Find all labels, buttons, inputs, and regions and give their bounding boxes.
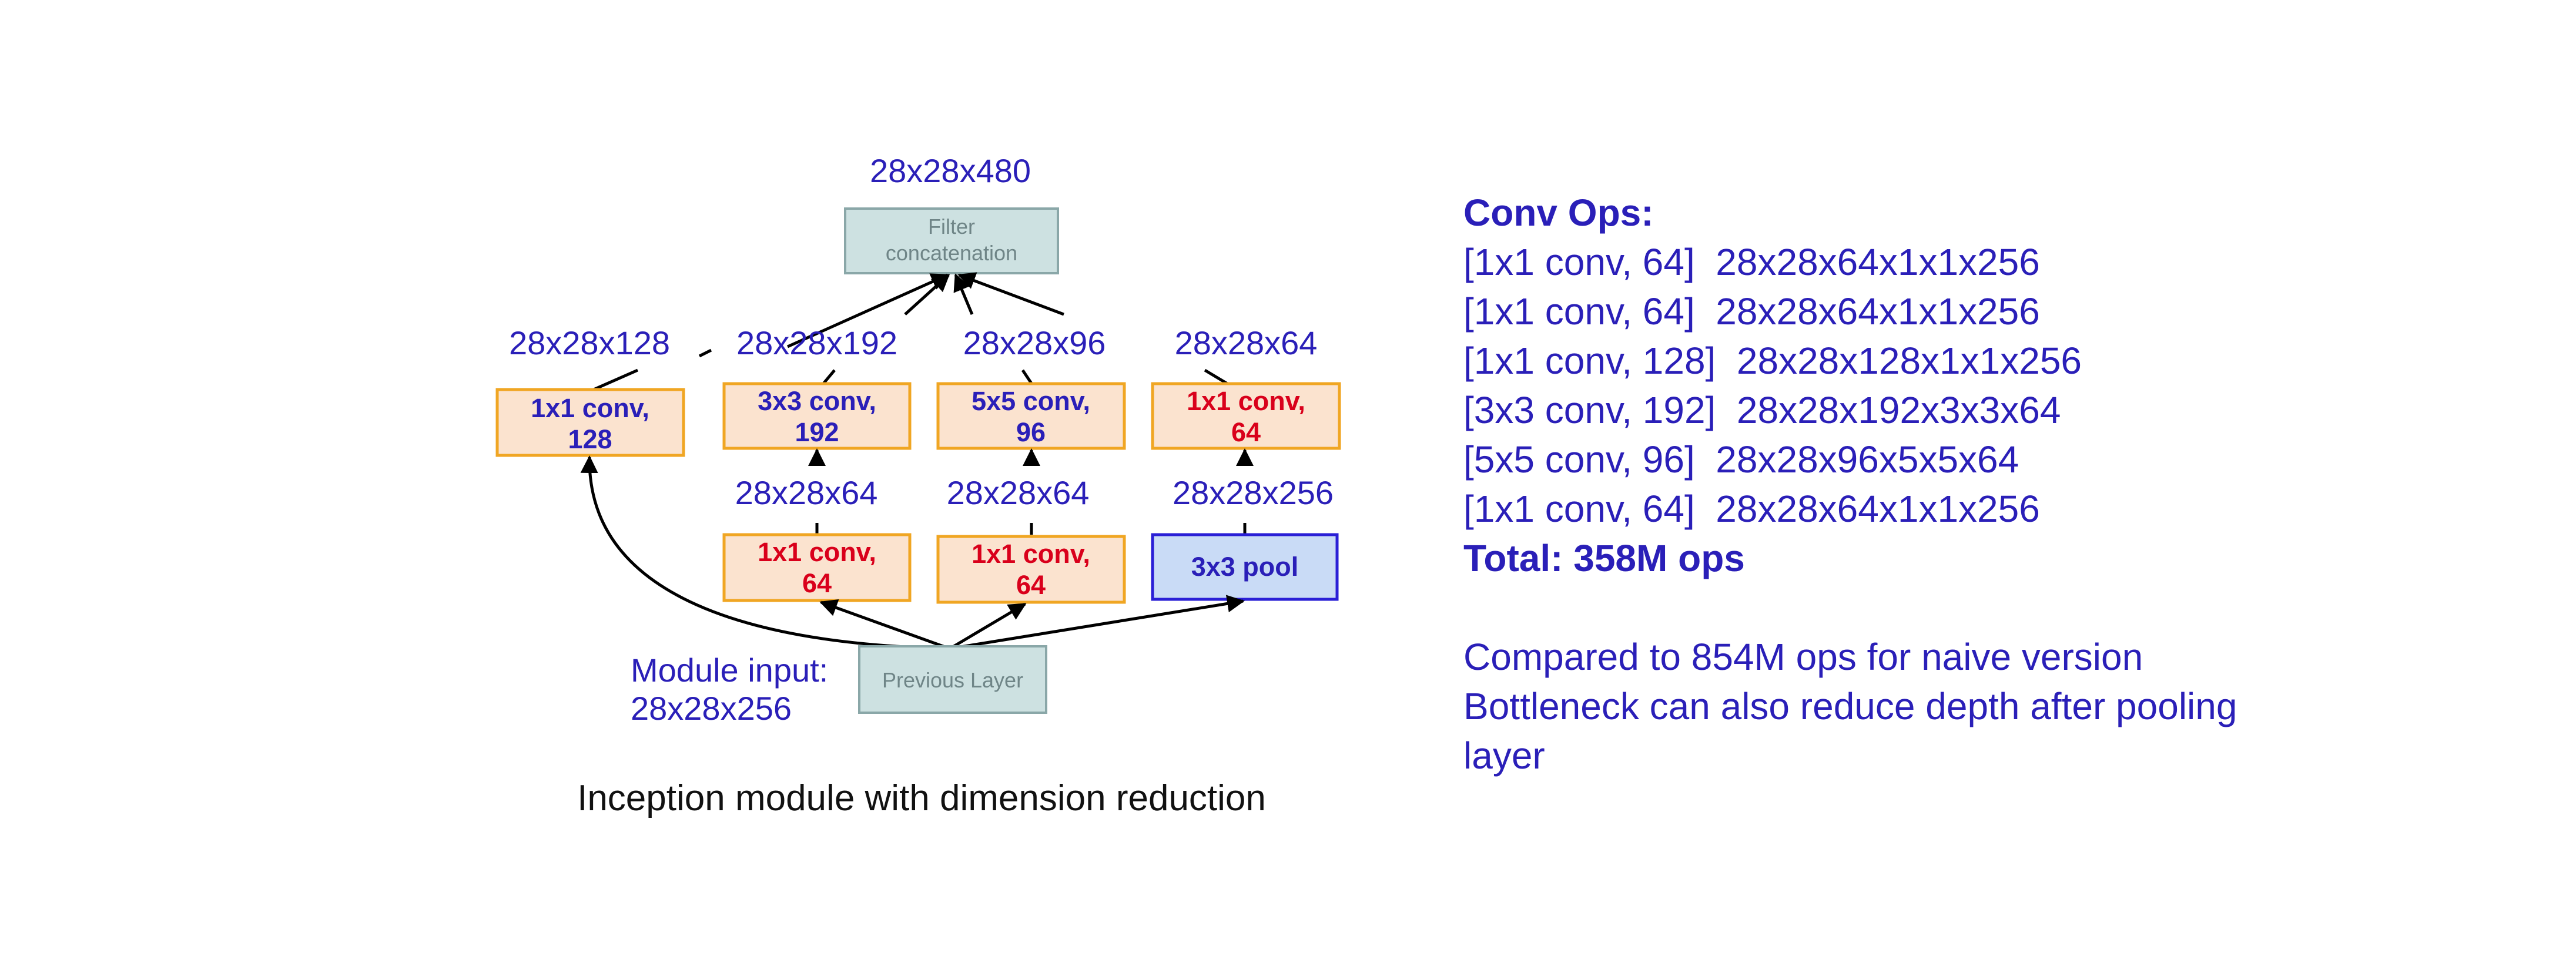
upward-arrows [808,448,1254,466]
branch2-reduce-dimension: 28x28x64 [735,474,878,511]
branch4-output-dimension: 28x28x64 [1175,324,1318,361]
svg-text:concatenation: concatenation [886,241,1017,265]
branch3-output-dimension: 28x28x96 [963,324,1106,361]
svg-text:Filter: Filter [928,214,975,239]
bottleneck-note: Bottleneck can also reduce depth after p… [1463,685,2237,777]
svg-text:5x5 conv,: 5x5 conv, [972,386,1090,416]
op-calc: 28x28x96x5x5x64 [1716,438,2019,481]
svg-text:1x1 conv,: 1x1 conv, [531,393,649,423]
svg-text:64: 64 [1231,417,1261,447]
svg-text:96: 96 [1016,417,1046,447]
op-row: [1x1 conv, 64] 28x28x64x1x1x256 [1463,287,2286,336]
svg-text:192: 192 [795,417,839,447]
svg-text:64: 64 [1016,570,1046,600]
op-row: [1x1 conv, 128] 28x28x128x1x1x256 [1463,336,2286,385]
op-label: [1x1 conv, 64] [1463,290,1695,333]
pool-dimension: 28x28x256 [1173,474,1334,511]
op-row: [3x3 conv, 192] 28x28x192x3x3x64 [1463,385,2286,435]
op-label: [5x5 conv, 96] [1463,438,1695,481]
branch3-conv-box: 5x5 conv, 96 [936,382,1126,450]
svg-text:64: 64 [802,568,832,598]
pool-box: 3x3 pool [1151,533,1339,601]
op-row: [1x1 conv, 64] 28x28x64x1x1x256 [1463,237,2286,287]
branch3-reduce-dimension: 28x28x64 [947,474,1090,511]
comparison-note: Compared to 854M ops for naive version [1463,636,2143,678]
input-arrows [580,455,1245,650]
svg-text:1x1 conv,: 1x1 conv, [1187,386,1305,416]
module-input-label: Module input: [631,652,828,689]
conv-ops-heading: Conv Ops: [1463,192,1654,234]
op-calc: 28x28x128x1x1x256 [1736,340,2082,382]
branch4-conv-box: 1x1 conv, 64 [1151,382,1341,450]
total-ops: Total: 358M ops [1463,537,1745,579]
previous-layer-box: Previous Layer [858,645,1047,714]
branch1-conv-box: 1x1 conv, 128 [495,388,685,457]
output-dimension: 28x28x480 [870,152,1031,189]
op-row: [1x1 conv, 64] 28x28x64x1x1x256 [1463,484,2286,534]
module-input-dimension: 28x28x256 [631,690,792,727]
diagram-caption: Inception module with dimension reductio… [577,778,1266,818]
filter-concatenation: Filter concatenation [844,207,1059,274]
branch1-output-dimension: 28x28x128 [509,324,670,361]
op-label: [1x1 conv, 64] [1463,241,1695,283]
conv-ops-panel: Conv Ops: [1x1 conv, 64] 28x28x64x1x1x25… [1463,188,2286,780]
op-calc: 28x28x64x1x1x256 [1716,488,2040,530]
op-label: [3x3 conv, 192] [1463,389,1716,431]
op-label: [1x1 conv, 128] [1463,340,1716,382]
svg-text:1x1 conv,: 1x1 conv, [758,537,876,567]
spacer [1463,583,2286,632]
svg-text:3x3 conv,: 3x3 conv, [758,386,876,416]
branch3-reduce-box: 1x1 conv, 64 [936,535,1126,604]
op-calc: 28x28x64x1x1x256 [1716,290,2040,333]
svg-text:3x3 pool: 3x3 pool [1191,552,1299,582]
op-calc: 28x28x192x3x3x64 [1736,389,2061,431]
svg-text:128: 128 [568,424,612,454]
op-label: [1x1 conv, 64] [1463,488,1695,530]
svg-text:1x1 conv,: 1x1 conv, [972,539,1090,569]
svg-text:Previous Layer: Previous Layer [882,668,1023,692]
branch2-output-dimension: 28x28x192 [736,324,897,361]
concat-arrows [698,272,1064,358]
branch2-reduce-box: 1x1 conv, 64 [722,533,912,602]
op-row: [5x5 conv, 96] 28x28x96x5x5x64 [1463,435,2286,484]
branch2-conv-box: 3x3 conv, 192 [722,382,912,450]
op-calc: 28x28x64x1x1x256 [1716,241,2040,283]
